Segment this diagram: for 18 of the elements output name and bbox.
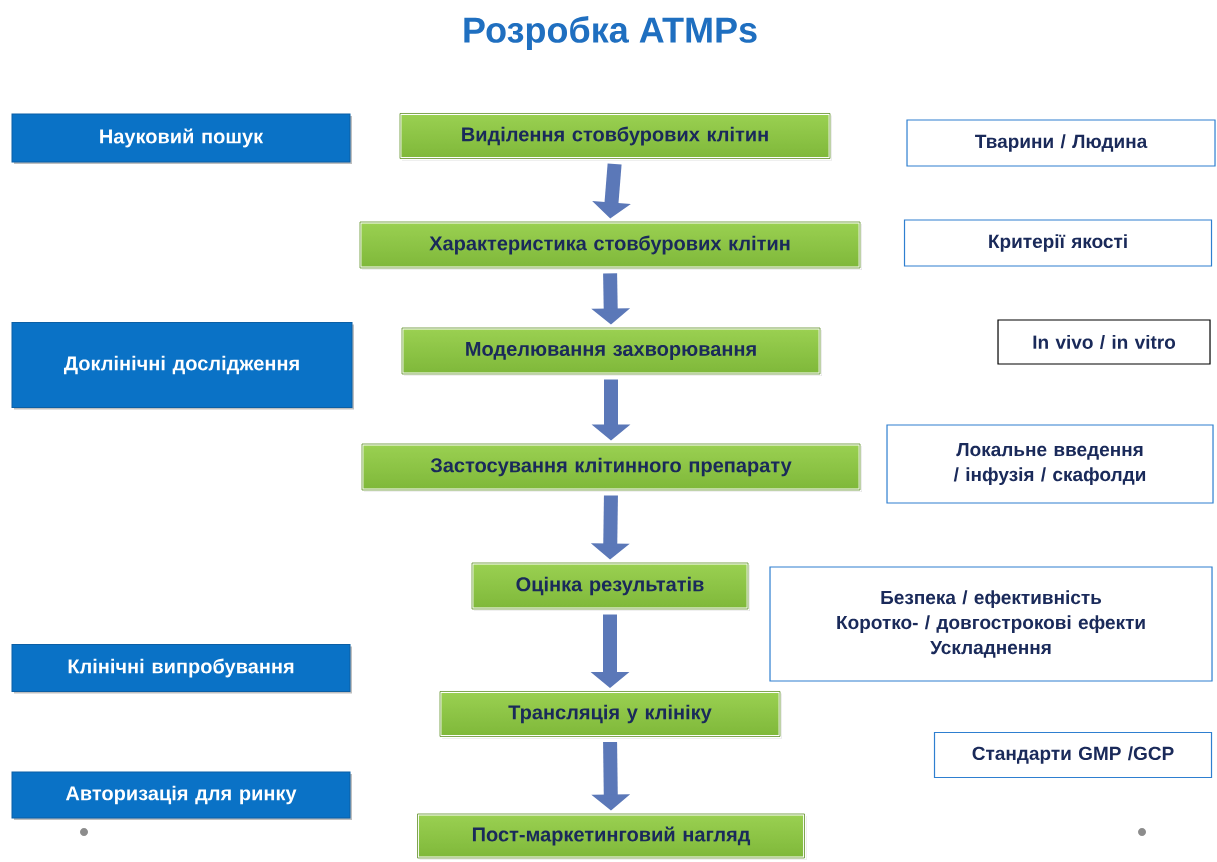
title: Розробка ATMPs [464,16,757,50]
step-box: Трансляція у клініку [438,690,782,739]
step-box: Виділення стовбурових клітин [398,112,832,161]
note-box: Локальне введення / інфузія / скафолди [886,424,1214,504]
stage-box: Доклінічні дослідження [11,322,354,410]
stage-box: Науковий пошук [11,113,352,164]
step-box: Моделювання захворювання [400,326,822,376]
step-box: Оцінка результатів [470,561,750,611]
note-box: In vivo / in vitro [997,319,1211,365]
stage-box: Клінічні випробування [11,644,352,694]
note-box: Критерії якості [903,219,1213,267]
step-box: Пост-маркетинговий нагляд [416,812,807,860]
step-box: Застосування клітинного препарату [360,442,862,492]
step-box: Характеристика стовбурових клітин [358,220,862,270]
stage-box: Авторизація для ринку [11,771,352,820]
note-box: Тварини / Людина [906,119,1216,167]
note-box: Безпека / ефективність Коротко- / довгострокові ефекти Ускладнення [769,566,1213,682]
note-box: Стандарти GMP /GCP [933,731,1213,779]
